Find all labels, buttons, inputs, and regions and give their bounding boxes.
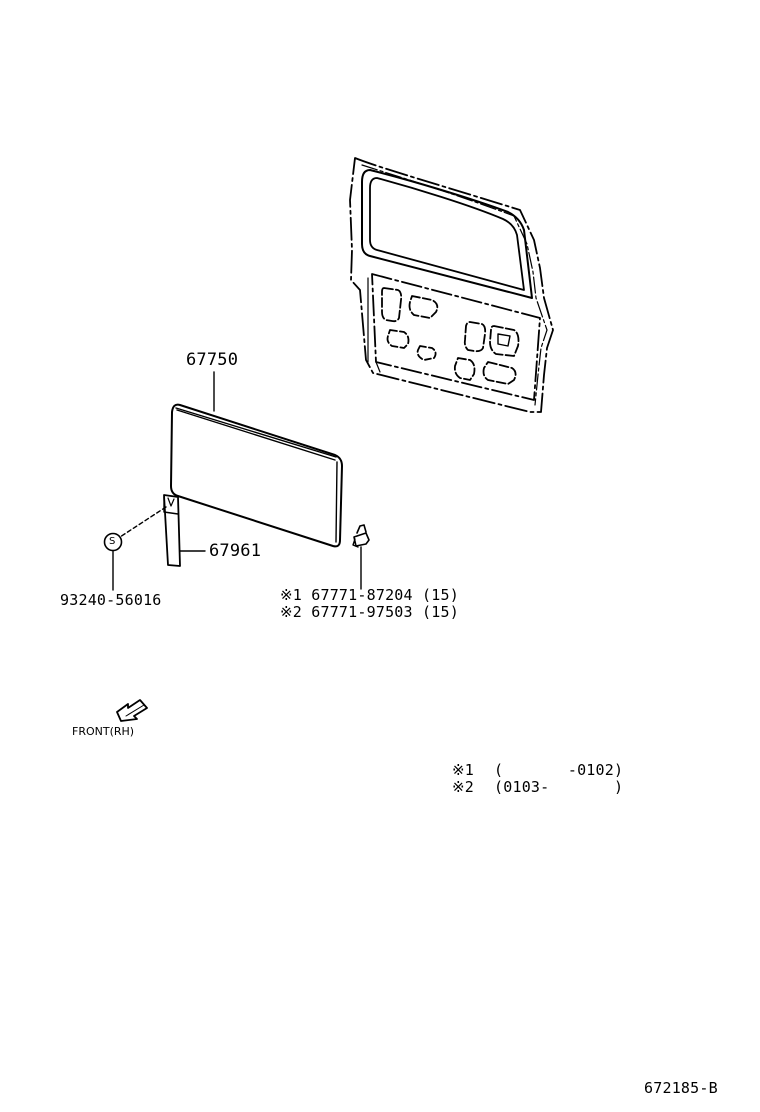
trim-panel-icon xyxy=(170,371,343,548)
weatherstrip-icon xyxy=(119,494,206,567)
part-number-clip-1: ※1 67771-87204 (15) xyxy=(280,586,459,604)
screw-icon xyxy=(103,532,123,591)
front-arrow-icon xyxy=(116,699,148,722)
note-range-1: ( -0102) xyxy=(494,761,624,779)
note-mark-1: ※1 xyxy=(452,761,474,779)
figure-code: 672185-B xyxy=(644,1079,718,1097)
part-number-clip-2: ※2 67771-97503 (15) xyxy=(280,603,459,621)
part-number-panel: 67750 xyxy=(186,350,239,370)
clip-icon xyxy=(352,524,370,590)
note-range-2: (0103- ) xyxy=(494,778,624,796)
front-label: FRONT(RH) xyxy=(72,725,135,738)
part-number-screw: 93240-56016 xyxy=(60,591,162,609)
back-door-frame-icon xyxy=(349,157,554,413)
screw-mark: S xyxy=(109,536,116,547)
note-mark-2: ※2 xyxy=(452,778,474,796)
part-number-strip: 67961 xyxy=(209,541,262,561)
